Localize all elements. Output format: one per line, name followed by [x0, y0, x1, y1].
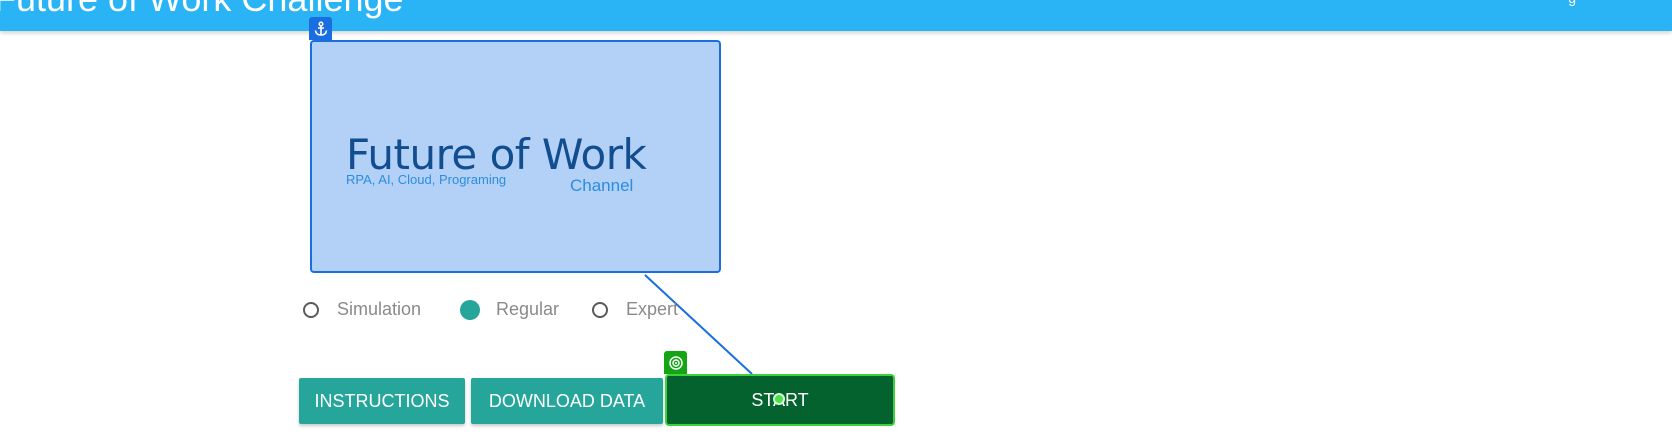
logo-channel: Channel — [570, 176, 634, 195]
radio-expert[interactable]: Expert — [592, 299, 678, 320]
target-icon — [664, 351, 687, 374]
channel-logo: Future of Work RPA, AI, Cloud, Programin… — [310, 40, 721, 273]
logo-subtitle: RPA, AI, Cloud, Programing — [346, 172, 507, 187]
radio-label-expert: Expert — [626, 299, 679, 319]
radio-circle-expert[interactable] — [592, 301, 608, 318]
logo-title: Future of Work — [346, 130, 647, 179]
radio-label-regular: Regular — [496, 299, 560, 319]
anchor-icon — [309, 17, 332, 40]
click-target-marker — [773, 393, 785, 405]
instructions-button[interactable]: INSTRUCTIONS — [299, 378, 465, 424]
radio-simulation[interactable]: Simulation — [303, 299, 421, 320]
header-menu-text[interactable]: g — [1568, 0, 1576, 6]
radio-label-simulation: Simulation — [337, 299, 422, 319]
radio-circle-simulation[interactable] — [303, 301, 319, 318]
app-header: Future of Work Challenge g — [0, 0, 1672, 31]
radio-regular[interactable]: Regular — [460, 299, 559, 320]
radio-circle-regular[interactable] — [460, 299, 480, 320]
app-title: Future of Work Challenge — [0, 0, 404, 20]
download-data-button[interactable]: DOWNLOAD DATA — [471, 378, 663, 424]
